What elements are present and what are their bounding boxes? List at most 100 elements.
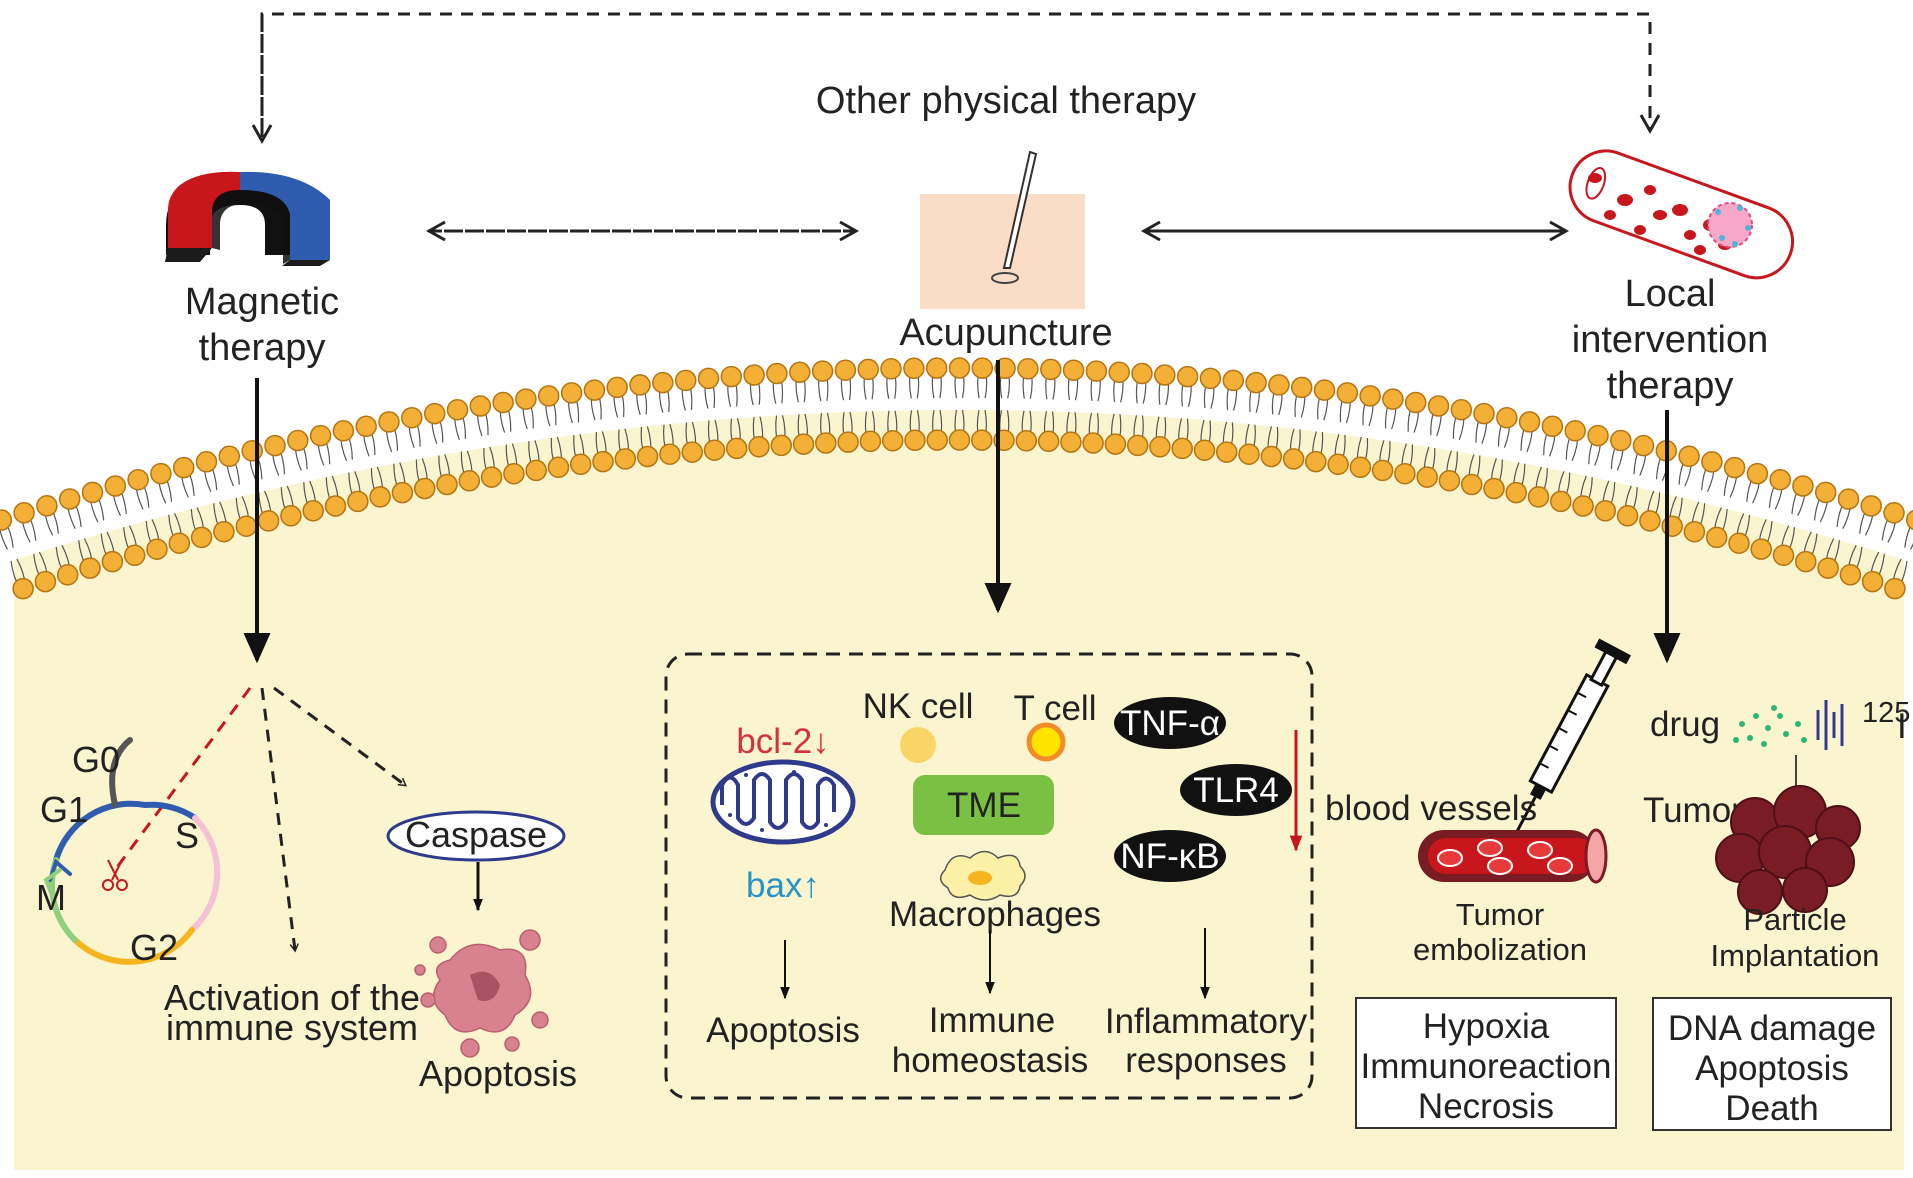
lipid-head — [56, 564, 79, 586]
lipid-head — [0, 509, 13, 531]
lipid-head — [1678, 445, 1700, 468]
lipid-head — [1746, 462, 1769, 485]
bax-label: bax↑ — [746, 866, 820, 905]
lipid-head — [1905, 509, 1913, 531]
lipid-head — [1792, 475, 1814, 497]
lipid-head — [168, 532, 191, 554]
lipid-head — [994, 357, 1016, 380]
magnetic-branches — [113, 686, 408, 953]
lipid-head — [681, 441, 703, 463]
lipid-head — [458, 470, 481, 492]
t-cell-icon — [1026, 722, 1066, 762]
lipid-head — [1382, 388, 1404, 410]
lipid-head — [674, 369, 697, 392]
lipid-head — [1336, 382, 1359, 404]
tumor-embolization-label-2: embolization — [1413, 932, 1587, 967]
lipid-tail — [1909, 543, 1913, 550]
lipid-head — [815, 432, 837, 454]
lipid-head — [1040, 358, 1062, 381]
lipid-head — [834, 359, 857, 381]
lipid-head — [324, 495, 347, 517]
lipid-head — [1541, 415, 1564, 438]
lipid-head — [1460, 473, 1483, 496]
lipid-head — [971, 357, 994, 379]
lipid-head — [606, 376, 628, 399]
nfkb-ellipse — [1114, 830, 1226, 882]
lipid-head — [195, 451, 218, 473]
lipid-head — [770, 434, 793, 457]
blood-vessel-icon — [1568, 149, 1794, 280]
lipid-head — [492, 391, 514, 414]
lipid-head — [378, 411, 400, 433]
lipid-head — [659, 443, 681, 465]
lipid-head — [748, 436, 770, 458]
lipid-head — [1723, 456, 1746, 479]
lipid-head — [1572, 495, 1594, 517]
lipid-head — [1683, 520, 1706, 543]
lipid-head — [1427, 395, 1450, 417]
tnf-label: TNF-α — [1120, 704, 1220, 743]
lipid-head — [213, 520, 235, 543]
lipid-head — [1305, 450, 1327, 473]
lipid-head — [1728, 532, 1750, 554]
lipid-head — [880, 358, 902, 380]
local-intervention-label-1: Local — [1625, 273, 1716, 315]
lipid-head — [792, 433, 815, 455]
nk-cell-icon — [900, 727, 936, 763]
implantation-outcome-box — [1652, 997, 1892, 1131]
phase-m: M — [36, 877, 66, 918]
acupuncture-needle-icon — [920, 150, 1085, 309]
lipid-head — [948, 429, 971, 451]
embolization-outcome-box — [1355, 997, 1617, 1129]
apoptosis-left-label: Apoptosis — [419, 1053, 577, 1094]
lipid-head — [309, 424, 332, 447]
phase-s: S — [175, 815, 199, 856]
lipid-head — [515, 388, 537, 410]
lipid-head — [1860, 495, 1882, 517]
lipid-head — [547, 456, 570, 479]
embolization-outcome-1: Hypoxia — [1423, 1007, 1550, 1046]
lipid-head — [1861, 570, 1884, 593]
activation-label-2: immune system — [166, 1007, 418, 1048]
lipid-head — [1199, 367, 1222, 390]
lipid-head — [1131, 362, 1153, 385]
lipid-head — [560, 382, 583, 404]
lipid-head — [1473, 402, 1495, 425]
lipid-head — [1587, 424, 1609, 447]
t-cell-label: T cell — [1014, 689, 1097, 728]
lipid-head — [127, 468, 149, 491]
lipid-head — [1085, 360, 1108, 382]
lipid-head — [904, 429, 926, 452]
lipid-head — [697, 367, 720, 390]
lipid-head — [13, 502, 35, 524]
lipid-head — [1550, 490, 1572, 513]
lipid-head — [903, 357, 925, 380]
lipid-head — [34, 570, 57, 593]
lipid-head — [652, 371, 674, 394]
lipid-head — [1404, 391, 1427, 414]
lipid-head — [971, 429, 993, 451]
lipid-head — [857, 358, 879, 381]
tumor-mass-icon — [1715, 785, 1861, 915]
top-connector — [251, 12, 1661, 242]
lipid-head — [1817, 557, 1839, 579]
lipid-head — [629, 374, 651, 396]
phase-g0: G0 — [72, 739, 120, 780]
i125-element: I — [1897, 707, 1907, 746]
lipid-head — [369, 486, 391, 508]
embolized-vessel-icon — [1418, 828, 1608, 884]
lipid-head — [1837, 488, 1860, 510]
outcome-inflammatory-label-1: Inflammatory — [1105, 1002, 1308, 1041]
lipid-head — [592, 450, 614, 473]
lipid-head — [1496, 406, 1518, 429]
nk-cell-label: NK cell — [863, 687, 974, 726]
lipid-head — [391, 481, 414, 504]
outcome-inflammatory-label-2: responses — [1125, 1041, 1286, 1080]
lipid-head — [1394, 462, 1416, 485]
lipid-tail — [0, 527, 9, 550]
lipid-head — [583, 379, 606, 401]
lipid-head — [1639, 510, 1661, 532]
lipid-head — [241, 440, 263, 462]
tumor-label: Tumor — [1643, 791, 1743, 830]
magnetic-therapy-label-2: therapy — [199, 327, 326, 369]
